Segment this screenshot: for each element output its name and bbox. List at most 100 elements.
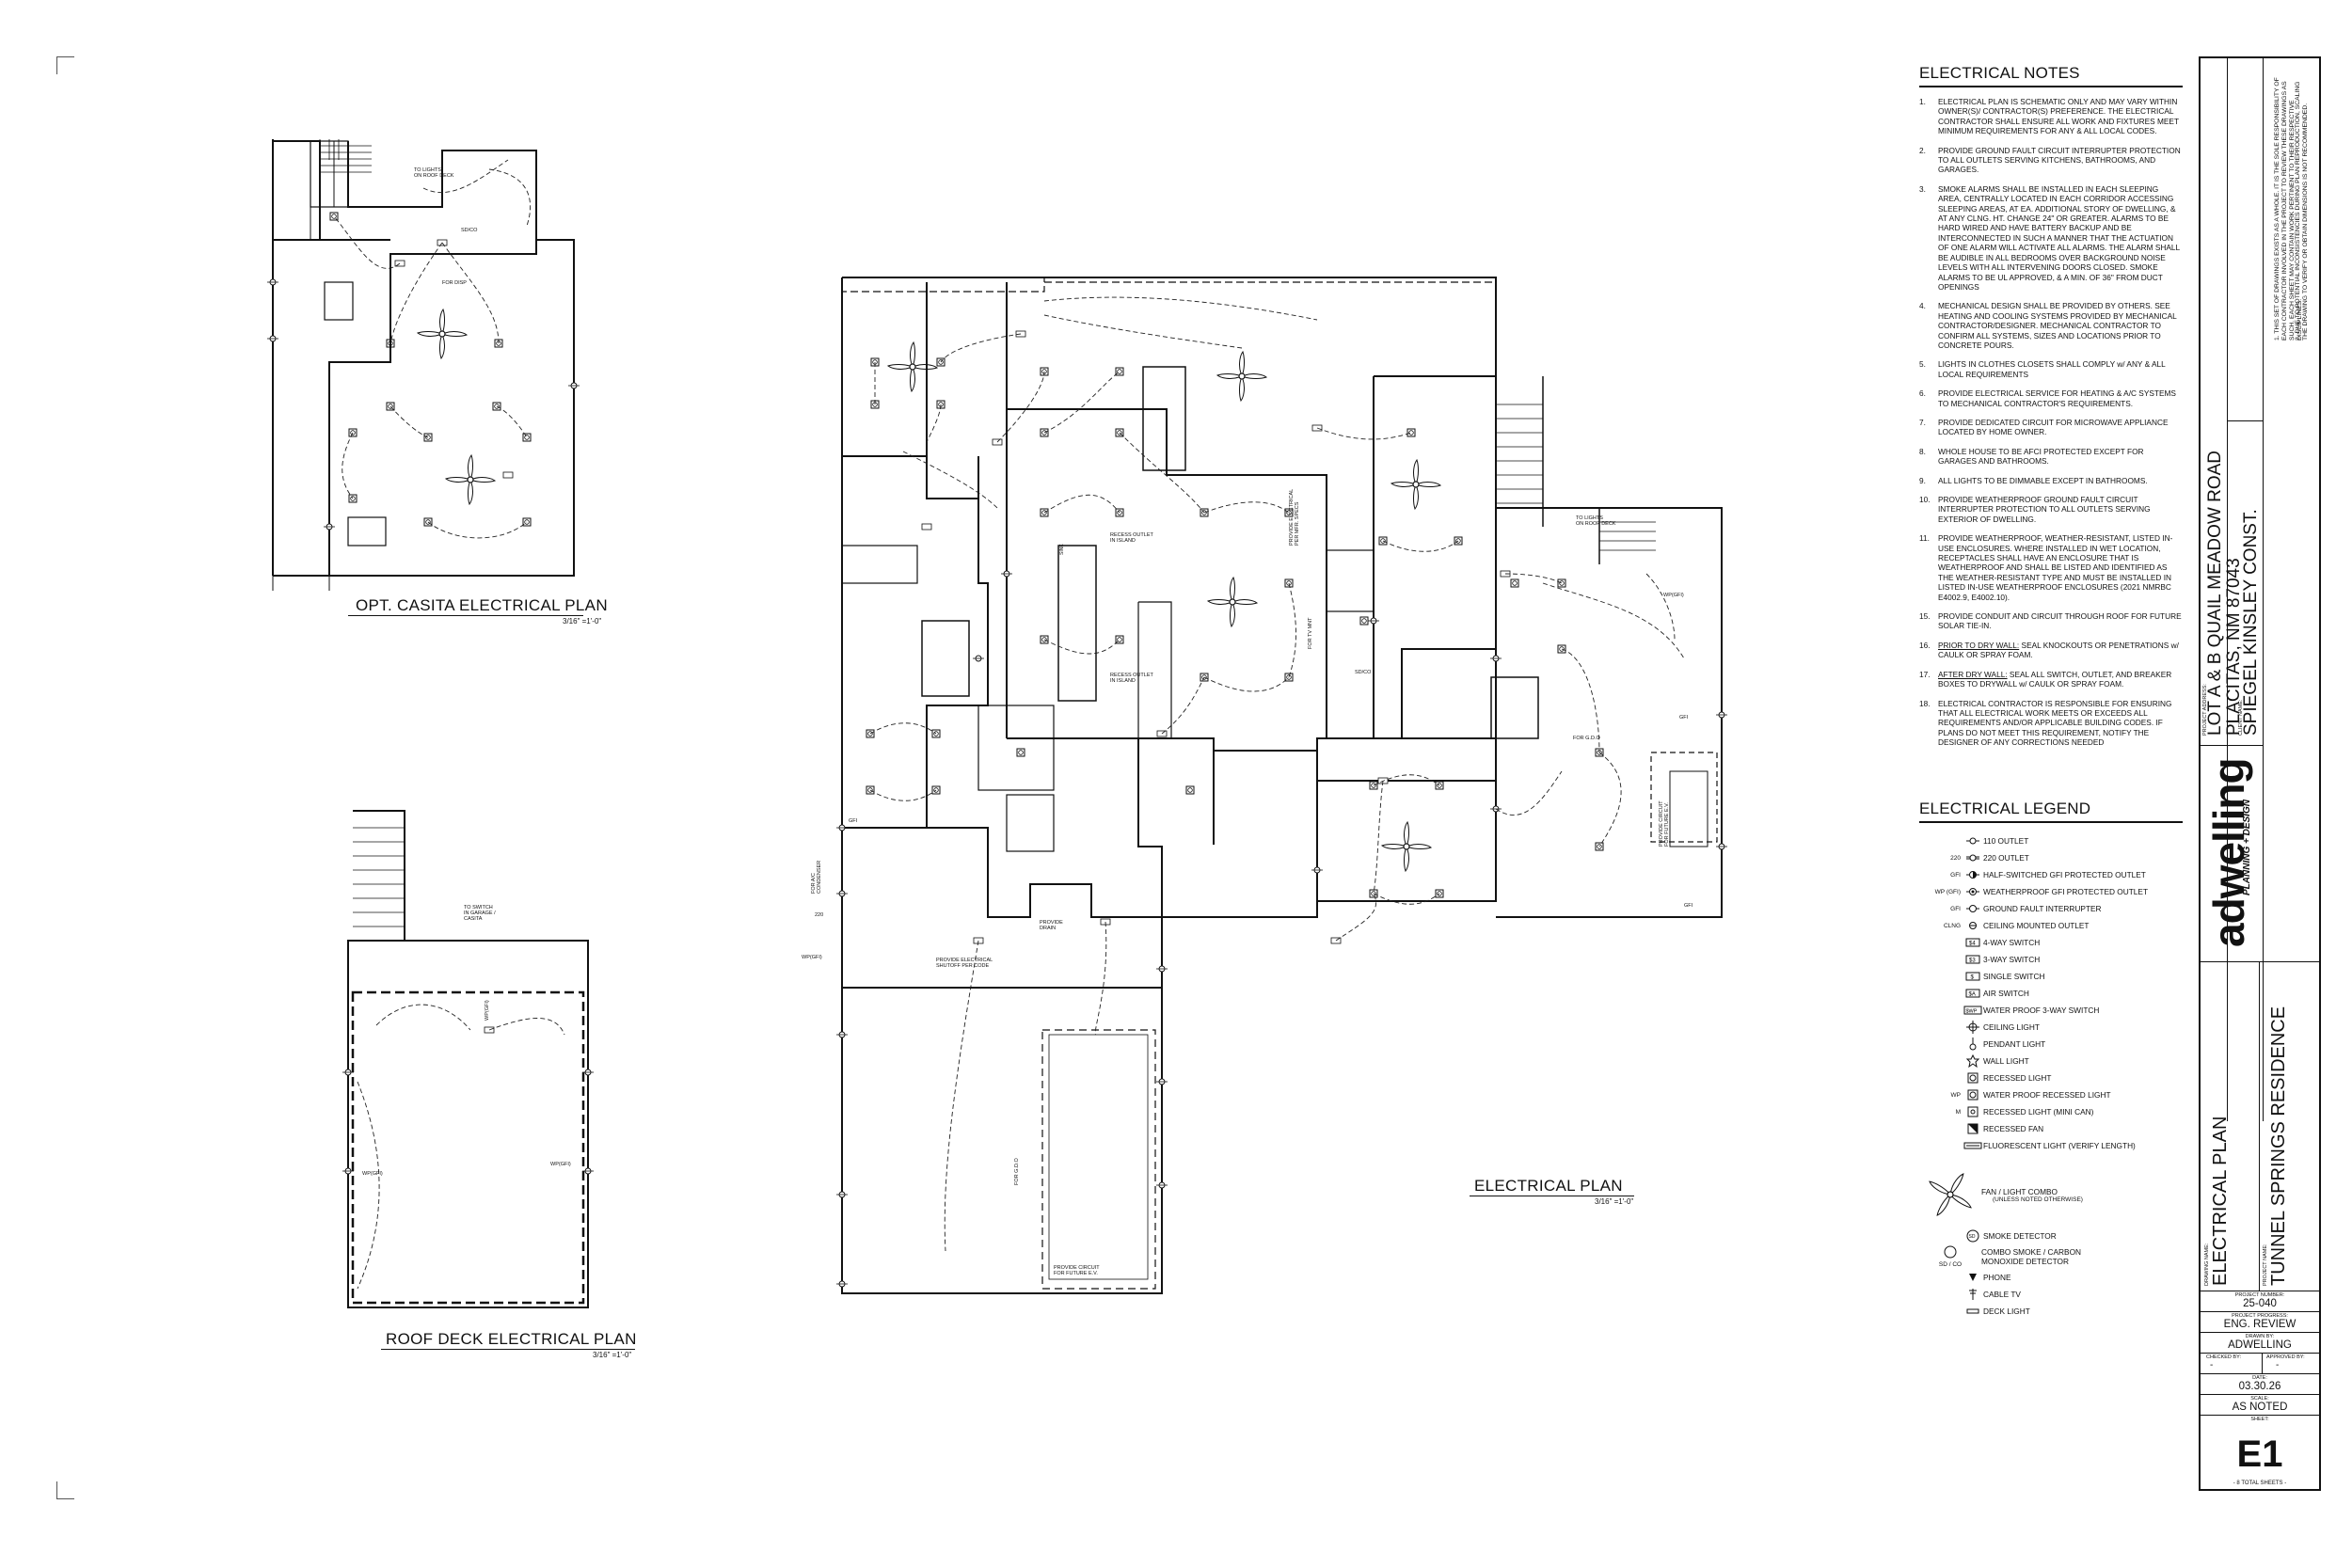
project-number-label: PROJECT NUMBER: <box>2234 1292 2285 1298</box>
crop-mark-top-left <box>56 56 74 74</box>
sheet-label: SHEET: <box>2250 1417 2269 1422</box>
ceiling-light-icon <box>1963 1020 1983 1035</box>
recessed-fan-icon <box>1963 1121 1983 1136</box>
recessed-light-icon <box>1963 1070 1983 1085</box>
callout-label: PROVIDE ELECTRICAL PER MFR. SPECS <box>1289 488 1300 546</box>
scale-label: SCALE: <box>2250 1396 2269 1402</box>
callout-label: TO LIGHTS ON ROOF DECK <box>1576 515 1616 527</box>
callout-label: PROVIDE CIRCUIT FOR FUTURE E.V. <box>1054 1265 1100 1276</box>
callout-label: PROVIDE ELECTRICAL SHUTOFF PER CODE <box>936 958 993 969</box>
note-item: 9.ALL LIGHTS TO BE DIMMABLE EXCEPT IN BA… <box>1919 475 2148 485</box>
note-item: 16.PRIOR TO DRY WALL: SEAL KNOCKOUTS OR … <box>1919 640 2179 660</box>
checked-by-label: CHECKED BY: <box>2206 1354 2241 1360</box>
phone-icon <box>1963 1270 1983 1285</box>
callout-label: GFI <box>849 818 858 824</box>
outlet-110-icon <box>1963 833 1983 848</box>
legend-row: $SINGLE SWITCH <box>1919 968 2183 985</box>
casita-plan-scale: 3/16" =1'-0" <box>563 617 602 626</box>
smoke-detector-icon: SD <box>1963 1228 1983 1243</box>
svg-text:$4: $4 <box>1969 942 1976 947</box>
address-line-1: LOT A & B QUAIL MEADOW ROAD <box>2205 450 2225 736</box>
note-item: 10.PROVIDE WEATHERPROOF GROUND FAULT CIR… <box>1919 495 2151 524</box>
note-item: 17.AFTER DRY WALL: SEAL ALL SWITCH, OUTL… <box>1919 669 2172 689</box>
company-logo-tagline: PLANNING + DESIGN <box>2242 800 2252 895</box>
legend-row: PHONE <box>1919 1269 2183 1286</box>
callout-label: FOR G.D.O <box>1573 736 1600 741</box>
outlet-220-icon <box>1963 850 1983 865</box>
casita-title-rule <box>348 615 583 616</box>
callout-label: SD/CO <box>461 228 478 233</box>
callout-label: FOR TV MNT <box>1308 617 1313 649</box>
legend-row-fan: FAN / LIGHT COMBO (UNLESS NOTED OTHERWIS… <box>1919 1162 2183 1227</box>
fan-light-combo-icon <box>1919 1166 1981 1223</box>
pendant-light-icon <box>1963 1037 1983 1052</box>
switch-single-icon: $ <box>1963 969 1983 984</box>
callout-label: GFI <box>1679 715 1689 721</box>
drawing-date: 03.30.26 <box>2238 1381 2281 1392</box>
switch-wp-3way-icon: $WP <box>1963 1003 1983 1018</box>
cable-tv-icon <box>1963 1287 1983 1302</box>
outlet-ceiling-icon <box>1963 918 1983 933</box>
legend-row: SD / CO COMBO SMOKE / CARBON MONOXIDE DE… <box>1919 1244 2183 1269</box>
note-item: 8.WHOLE HOUSE TO BE AFCI PROTECTED EXCEP… <box>1919 446 2144 467</box>
callout-label: TO SWITCH IN GARAGE / CASITA <box>464 905 496 922</box>
svg-text:$WP: $WP <box>1966 1009 1978 1015</box>
callout-label: WP(GFI) <box>550 1162 571 1167</box>
main-plan-scale: 3/16" =1'-0" <box>1595 1197 1634 1206</box>
callout-label: PROVIDE CIRCUIT FOR FUTURE E.V. <box>1659 800 1670 847</box>
sheet-number: E1 <box>2236 1433 2283 1475</box>
approved-by-label: APPROVED BY: <box>2266 1354 2305 1360</box>
svg-text:SD: SD <box>1969 1234 1976 1240</box>
svg-text:$A: $A <box>1969 992 1976 998</box>
wp-recessed-light-icon <box>1963 1087 1983 1102</box>
note-item: 7.PROVIDE DEDICATED CIRCUIT FOR MICROWAV… <box>1919 417 2169 437</box>
roof-deck-plan-title: ROOF DECK ELECTRICAL PLAN <box>386 1330 637 1348</box>
casita-plan-title: OPT. CASITA ELECTRICAL PLAN <box>356 596 608 614</box>
legend-row: DECK LIGHT <box>1919 1303 2183 1320</box>
note-item: 2.PROVIDE GROUND FAULT CIRCUIT INTERRUPT… <box>1919 145 2181 175</box>
note-item: 11.PROVIDE WEATHERPROOF, WEATHER-RESISTA… <box>1919 533 2173 602</box>
callout-label: GFI <box>1684 903 1693 909</box>
legend-row: PENDANT LIGHT <box>1919 1036 2183 1053</box>
fluorescent-light-icon <box>1963 1138 1983 1153</box>
title-block: 1. THIS SET OF DRAWINGS EXISTS AS A WHOL… <box>2199 56 2321 1491</box>
progress-label: PROJECT PROGRESS: <box>2232 1313 2288 1319</box>
callout-label: RECESS OUTLET IN ISLAND <box>1110 532 1153 544</box>
total-sheets: - 8 TOTAL SHEETS - <box>2233 1481 2287 1486</box>
switch-3way-icon: $3 <box>1963 952 1983 967</box>
svg-text:SINK: SINK <box>1059 544 1065 555</box>
deck-light-icon <box>1963 1304 1983 1319</box>
callout-label: FOR DISP <box>442 280 467 286</box>
switch-4way-icon: $4 <box>1963 935 1983 950</box>
legend-row: CABLE TV <box>1919 1286 2183 1303</box>
outlet-wp-gfi-icon <box>1963 884 1983 899</box>
legend-row: 110 OUTLET <box>1919 832 2183 849</box>
note-item: 18.ELECTRICAL CONTRACTOR IS RESPONSIBLE … <box>1919 698 2172 748</box>
project-progress: ENG. REVIEW <box>2223 1319 2296 1330</box>
callout-label: SD/CO <box>1355 670 1372 675</box>
legend-row: CEILING LIGHT <box>1919 1019 2183 1036</box>
legend-row: WALL LIGHT <box>1919 1053 2183 1069</box>
note-item: 3.SMOKE ALARMS SHALL BE INSTALLED IN EAC… <box>1919 183 2180 292</box>
svg-text:$3: $3 <box>1969 958 1976 964</box>
switch-air-icon: $A <box>1963 986 1983 1001</box>
drawn-by: ADWELLING <box>2228 1339 2292 1351</box>
callout-label: FOR A/C CONDENSER <box>811 860 822 894</box>
project-name: TUNNEL SPRINGS RESIDENCE <box>2268 1006 2289 1286</box>
notes-heading: ELECTRICAL NOTES <box>1919 64 2183 87</box>
drawing-scale: AS NOTED <box>2232 1402 2288 1413</box>
wall-light-icon <box>1963 1053 1983 1069</box>
drawing-name: ELECTRICAL PLAN <box>2210 1116 2231 1286</box>
main-plan-title: ELECTRICAL PLAN <box>1474 1177 1623 1195</box>
